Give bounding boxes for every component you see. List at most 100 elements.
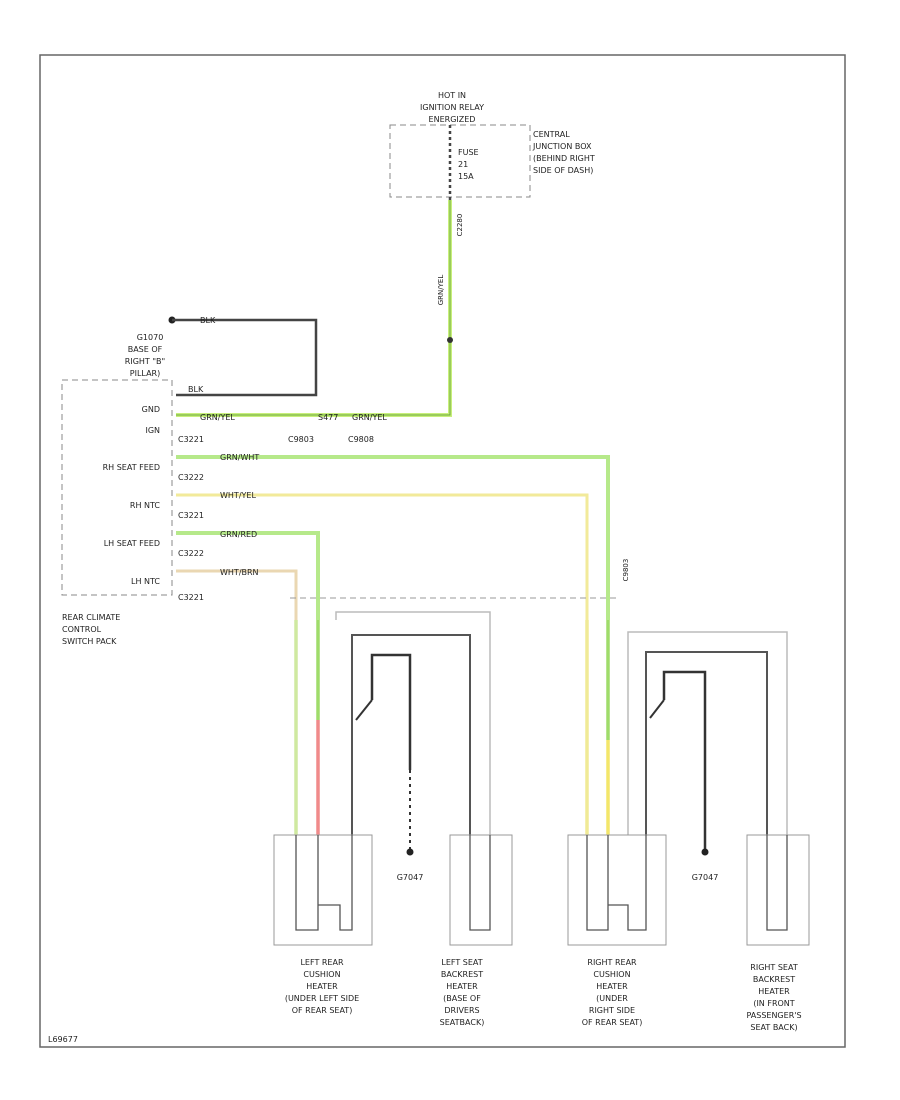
right-backrest-line-3: HEATER [758, 987, 790, 996]
rh-ntc-wire-label: WHT/YEL [220, 491, 256, 500]
left-backrest-feed [351, 634, 471, 835]
rh-seat-feed-wire [176, 455, 610, 620]
right-backrest-line-6: SEAT BACK) [750, 1023, 797, 1032]
left-cushion-label: LEFT REAR CUSHION HEATER (UNDER LEFT SID… [285, 958, 359, 1015]
right-backrest-loop [627, 631, 788, 835]
ground-left-label: G7047 [397, 873, 424, 882]
right-backrest-element [766, 835, 788, 931]
right-ground-wire [662, 670, 707, 850]
ground-left-terminal [406, 848, 414, 856]
pin-gnd: GND [142, 405, 160, 414]
left-cushion-ntc [318, 835, 353, 931]
left-backrest-line-1: LEFT SEAT [441, 958, 482, 967]
hot-label-2: IGNITION RELAY [420, 103, 484, 112]
pin-rh-ntc: RH NTC [130, 501, 161, 510]
hot-label-3: ENERGIZED [429, 115, 476, 124]
right-cushion-line-4: (UNDER [596, 994, 628, 1003]
left-backrest-line-2: BACKREST [441, 970, 483, 979]
module-label-1: REAR CLIMATE [62, 613, 120, 622]
module-label-3: SWITCH PACK [62, 637, 117, 646]
ign-wire-core [176, 200, 451, 416]
pin-rh-seat-feed: RH SEAT FEED [103, 463, 160, 472]
right-cushion-ntc [608, 835, 647, 931]
left-cushion-line-5: OF REAR SEAT) [292, 1006, 353, 1015]
ign-splice-dot [447, 337, 453, 343]
right-cushion-label: RIGHT REAR CUSHION HEATER (UNDER RIGHT S… [582, 958, 643, 1027]
conn-top-label: C2280 [456, 214, 464, 237]
lh-ntc-wire-label: WHT/BRN [220, 568, 259, 577]
cjb-label-1: CENTRAL [533, 130, 570, 139]
right-cushion-line-5: RIGHT SIDE [589, 1006, 635, 1015]
ign-wire [176, 200, 452, 417]
conn-c3222-b: C3222 [178, 549, 204, 558]
ground-right-terminal [701, 848, 709, 856]
left-backrest-line-3: HEATER [446, 982, 478, 991]
right-rear-cushion-heater [567, 834, 667, 946]
conn-c3221-c: C3221 [178, 593, 204, 602]
ground-top-label-4: PILLAR) [130, 369, 160, 378]
gnd-wire [172, 318, 318, 397]
gnd-wire-label: BLK [188, 385, 204, 394]
left-backrest-line-5: DRIVERS [444, 1006, 479, 1015]
right-cushion-line-6: OF REAR SEAT) [582, 1018, 643, 1027]
lh-feed-wire-label: GRN/RED [220, 530, 257, 539]
right-cushion-line-1: RIGHT REAR [587, 958, 637, 967]
left-seat-backrest-heater [449, 834, 513, 946]
right-backrest-line-5: PASSENGER'S [746, 1011, 801, 1020]
conn-c3221-a: C3221 [178, 435, 204, 444]
cjb-label-3: (BEHIND RIGHT [533, 154, 595, 163]
left-cushion-line-1: LEFT REAR [300, 958, 343, 967]
ground-right-label: G7047 [692, 873, 719, 882]
ground-top-label-1: G1070 [137, 333, 164, 342]
footer-code: L69677 [48, 1035, 78, 1044]
lh-ntc-wire [176, 569, 298, 620]
left-rear-cushion-heater [273, 834, 373, 946]
left-cushion-line-4: (UNDER LEFT SIDE [285, 994, 359, 1003]
left-backrest-line-6: SEATBACK) [440, 1018, 485, 1027]
left-cushion-line-2: CUSHION [303, 970, 340, 979]
ign-wire-label-vert: GRN/YEL [437, 275, 445, 306]
module-label-2: CONTROL [62, 625, 102, 634]
pin-lh-seat-feed: LH SEAT FEED [104, 539, 160, 548]
ground-top-label-2: BASE OF [128, 345, 163, 354]
conn-b-label: C9808 [348, 435, 374, 444]
right-backrest-feed [645, 651, 768, 835]
conn-a-label: C9803 [288, 435, 314, 444]
right-backrest-label: RIGHT SEAT BACKREST HEATER (IN FRONT PAS… [746, 963, 801, 1032]
hot-label-1: HOT IN [438, 91, 466, 100]
conn-c3221-b: C3221 [178, 511, 204, 520]
right-cushion-line-2: CUSHION [593, 970, 630, 979]
right-backrest-line-4: (IN FRONT [753, 999, 794, 1008]
right-cushion-element [586, 835, 609, 931]
fuse-label-2: 21 [458, 160, 468, 169]
pin-ign: IGN [145, 426, 160, 435]
fuse-label-1: FUSE [458, 148, 479, 157]
ground-top-label-3: RIGHT "B" [125, 357, 165, 366]
right-switch [649, 699, 665, 719]
left-cushion-element [295, 835, 319, 931]
right-seat-backrest-heater [746, 834, 810, 946]
cjb-label-4: SIDE OF DASH) [533, 166, 593, 175]
right-cushion-line-3: HEATER [596, 982, 628, 991]
left-backrest-line-4: (BASE OF [443, 994, 481, 1003]
left-backrest-label: LEFT SEAT BACKREST HEATER (BASE OF DRIVE… [440, 958, 485, 1027]
rh-ntc-wire [176, 493, 589, 620]
left-backrest-loop [335, 611, 491, 835]
lh-seat-feed-wire [176, 531, 320, 620]
diagram-frame [39, 54, 846, 1048]
left-cushion-line-3: HEATER [306, 982, 338, 991]
left-switch [355, 699, 373, 721]
fuse-label-3: 15A [458, 172, 474, 181]
conn-c3222-a: C3222 [178, 473, 204, 482]
pin-lh-ntc: LH NTC [131, 577, 160, 586]
ign-wire-label: GRN/YEL [200, 413, 235, 422]
right-backrest-line-1: RIGHT SEAT [750, 963, 798, 972]
cjb-label-2: JUNCTION BOX [532, 142, 592, 151]
ground-top-wire-label: BLK [200, 316, 216, 325]
conn-c-label: C9803 [622, 559, 630, 582]
right-backrest-line-2: BACKREST [753, 975, 795, 984]
ign-wire-label-2: GRN/YEL [352, 413, 387, 422]
rh-feed-wire-label: GRN/WHT [220, 453, 259, 462]
splice-label: S477 [318, 413, 338, 422]
